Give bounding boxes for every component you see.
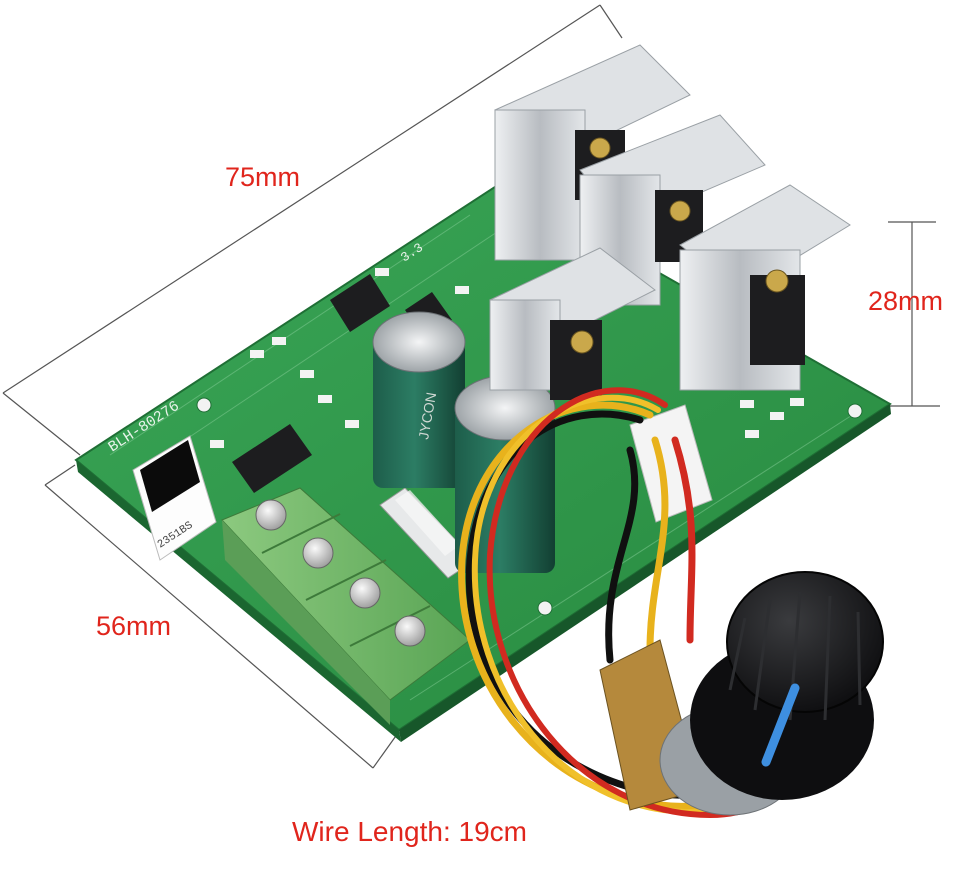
smd-components bbox=[210, 268, 804, 493]
knob-marker bbox=[761, 683, 800, 767]
wire-connector bbox=[629, 404, 713, 523]
control-knob bbox=[690, 571, 884, 800]
width-dimension-label: 56mm bbox=[96, 611, 172, 641]
height-dimension-label: 28mm bbox=[868, 286, 944, 316]
heatsinks bbox=[489, 44, 851, 400]
length-dimension-label: 75mm bbox=[225, 162, 301, 192]
wire-length-label: Wire Length: 19cm bbox=[292, 816, 527, 847]
heatsink-3 bbox=[679, 184, 851, 391]
capacitors: JYCON bbox=[372, 311, 556, 573]
terminal-block bbox=[221, 487, 471, 725]
terminal-screws bbox=[255, 499, 426, 647]
heatsink-4 bbox=[489, 247, 656, 400]
